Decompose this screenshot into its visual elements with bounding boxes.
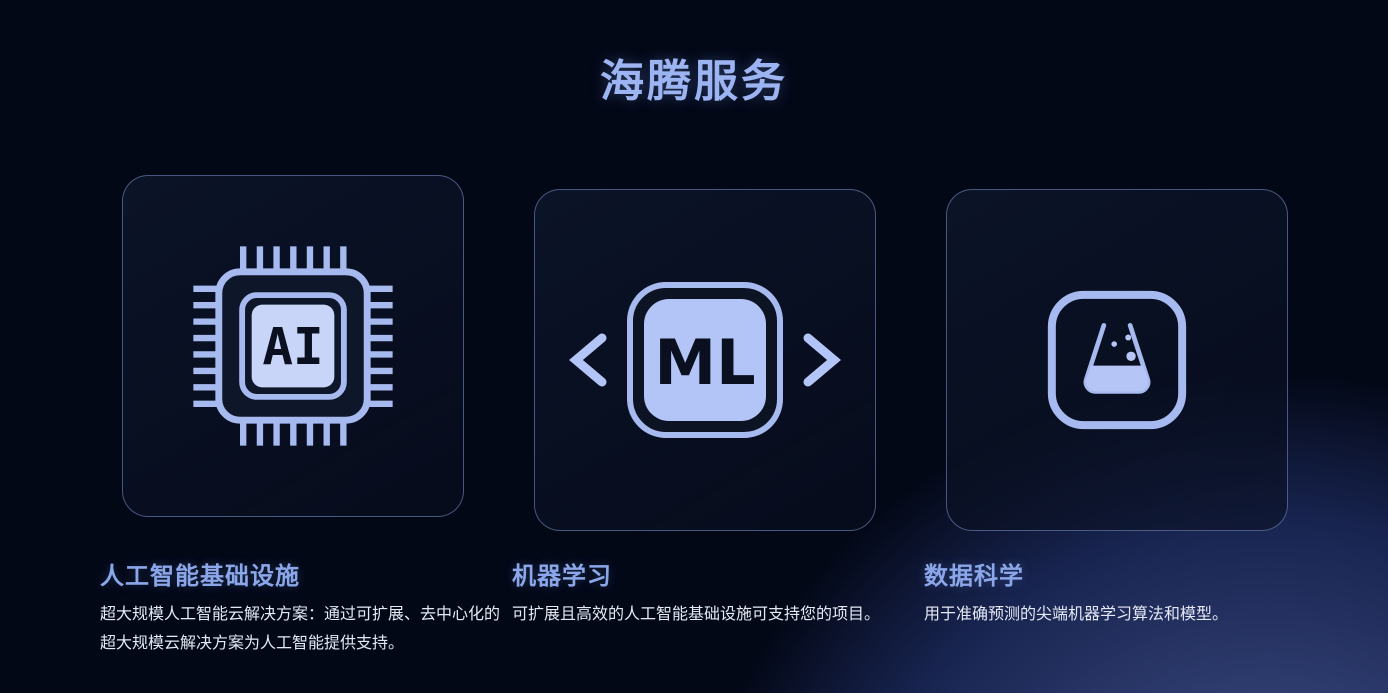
service-machine-learning: ML 机器学习 可扩展且高效的人工智能基础设施可支持您的项目。 — [512, 188, 916, 658]
service-description-ai: 超大规模人工智能云解决方案：通过可扩展、去中心化的 超大规模云解决方案为人工智能… — [100, 603, 501, 653]
service-card-ai[interactable]: AI — [122, 174, 464, 517]
service-data-science: 数据科学 用于准确预测的尖端机器学习算法和模型。 — [924, 188, 1328, 658]
service-title-ml: 机器学习 — [512, 560, 612, 590]
services-grid: AI 人工智能基础设施 超大规模人工智能云解决方案：通过可扩展、去中心化的 超大… — [100, 174, 1328, 658]
service-card-data-science[interactable] — [946, 188, 1288, 531]
ai-label: AI — [262, 317, 323, 376]
service-title-ai: 人工智能基础设施 — [100, 560, 300, 590]
chip-die — [251, 304, 335, 388]
service-title-data-science: 数据科学 — [924, 560, 1024, 590]
ml-badge — [644, 298, 766, 421]
service-description-ml: 可扩展且高效的人工智能基础设施可支持您的项目。 — [512, 603, 881, 623]
chevron-right-icon — [803, 333, 841, 387]
flask-liquid — [1085, 365, 1149, 392]
service-card-ml[interactable]: ML — [534, 188, 876, 531]
data-science-flask-icon — [1047, 290, 1187, 429]
ml-label: ML — [654, 326, 755, 399]
ai-chip-icon: AI — [193, 246, 393, 446]
chevron-left-icon — [569, 333, 607, 387]
service-ai-infrastructure: AI 人工智能基础设施 超大规模人工智能云解决方案：通过可扩展、去中心化的 超大… — [100, 174, 504, 658]
chip-die-outline — [239, 292, 347, 400]
ml-brackets-icon: ML — [569, 281, 841, 438]
flask-badge-outline — [1047, 290, 1187, 429]
section-title: 海腾服务 — [600, 56, 788, 107]
service-description-data-science: 用于准确预测的尖端机器学习算法和模型。 — [924, 603, 1229, 623]
flask-bubbles — [1111, 334, 1136, 361]
